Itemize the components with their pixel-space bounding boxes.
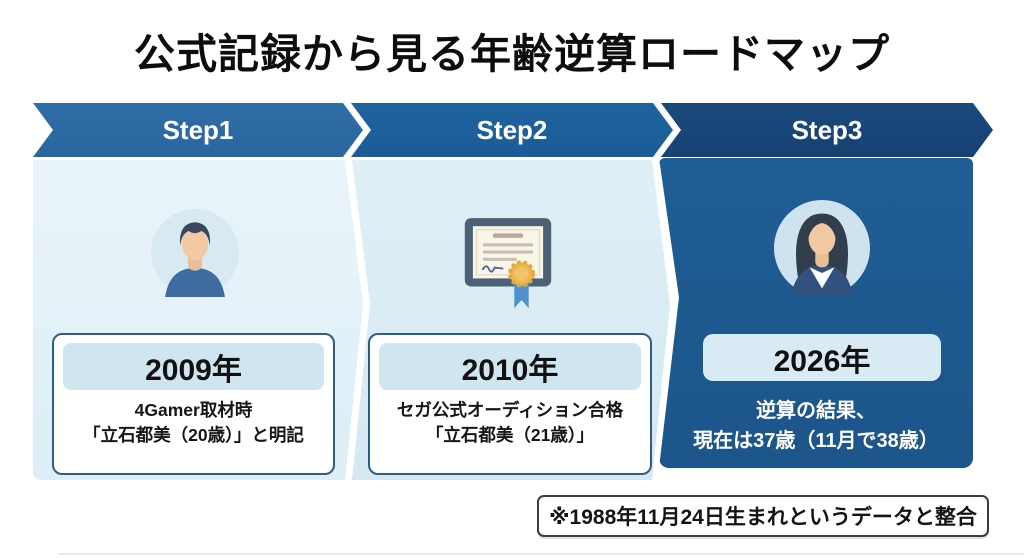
step1-banner-label: Step1 [162,114,234,145]
step2-card: 2010年 セガ公式オーディション合格 「立石都美（21歳）」 [368,333,652,475]
step3-desc-line1: 逆算の結果、 [756,400,876,422]
step2-banner: Step2 [351,103,673,157]
step2-description: セガ公式オーディション合格 「立石都美（21歳）」 [370,396,650,451]
footnote-text: ※1988年11月24日生まれというデータと整合 [549,506,977,529]
male-avatar-icon [151,209,239,297]
step2-desc-line2: 「立石都美（21歳）」 [425,425,595,446]
step1-banner: Step1 [33,103,363,157]
step3-panel: 2026年 逆算の結果、 現在は37歳（11月で38歳） [659,158,973,468]
step2-panel: 2010年 セガ公式オーディション合格 「立石都美（21歳）」 [352,160,670,480]
step1-desc-line1: 4Gamer取材時 [134,400,253,420]
step1-year-pill: 2009年 [63,343,324,390]
step2-desc-line1: セガ公式オーディション合格 [396,400,624,420]
bottom-divider [58,553,1024,555]
step1-desc-line2: 「立石都美（20歳）」と明記 [83,425,304,446]
step3-banner: Step3 [661,103,993,157]
page-title: 公式記録から見る年齢逆算ロードマップ [134,31,890,77]
step1-panel: 2009年 4Gamer取材時 「立石都美（20歳）」と明記 [33,160,363,480]
step2-year-pill: 2010年 [379,343,641,390]
step3-desc-line2: 現在は37歳（11月で38歳） [693,430,939,452]
step1-card: 2009年 4Gamer取材時 「立石都美（20歳）」と明記 [52,333,335,475]
step1-description: 4Gamer取材時 「立石都美（20歳）」と明記 [54,396,333,451]
certificate-icon [463,216,553,312]
step3-description: 逆算の結果、 現在は37歳（11月で38歳） [667,396,965,456]
footnote-box: ※1988年11月24日生まれというデータと整合 [537,495,989,537]
step3-year-pill: 2026年 [703,334,941,381]
female-avatar-icon [774,200,870,296]
step3-banner-label: Step3 [791,114,863,145]
step2-banner-label: Step2 [476,114,548,145]
